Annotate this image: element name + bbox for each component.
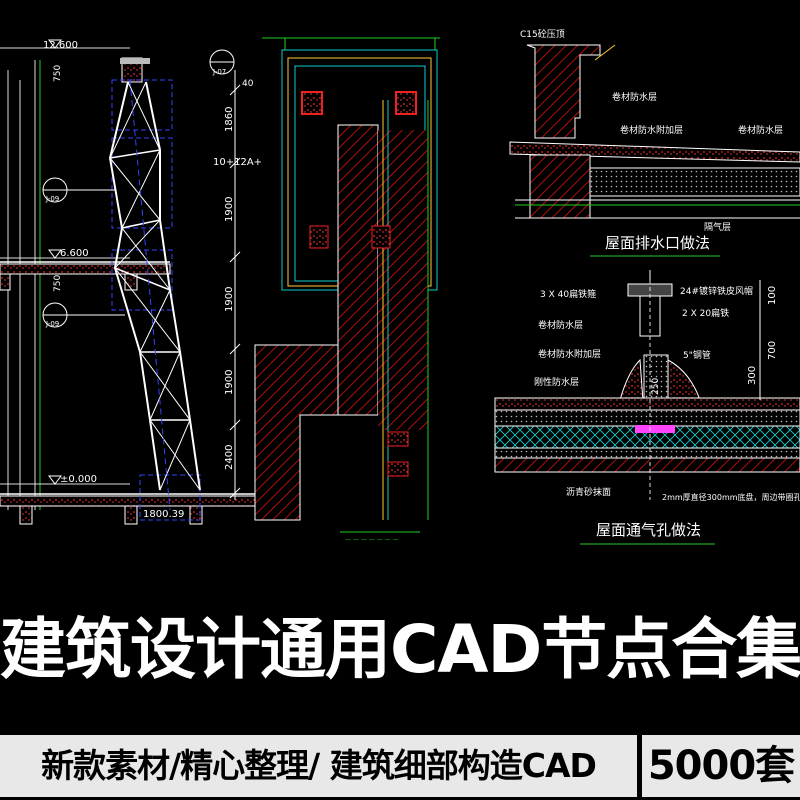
poster-title: 建筑设计通用CAD节点合集 (0, 611, 800, 688)
vent-dim-300: 300 (747, 366, 758, 385)
vent-dim-250: 250 (651, 378, 661, 395)
cad-drawing-area: 12.600 6.600 ±0.000 750 750 40 1860 1900… (0, 28, 800, 545)
dim-1860: 1860 (224, 107, 235, 132)
glass-spec-label: 10+12A+ (213, 157, 262, 168)
c15-label: C15砼压顶 (520, 28, 565, 40)
dim-1900-a: 1900 (224, 197, 235, 222)
ref-j09-b: J-09 (45, 320, 59, 328)
vent-label-5: 卷材防水附加层 (538, 348, 601, 360)
poster-count-badge: 5000套 (642, 735, 800, 797)
vent-label-9: 2mm厚直径300mm底盘，周边带圈孔 (662, 492, 800, 502)
vent-label-4: 卷材防水层 (538, 319, 583, 331)
vent-label-8: 沥青砂抹面 (566, 486, 611, 498)
drain-layer-4: 隔气层 (704, 221, 731, 233)
poster-subtitle: 新款素材/精心整理/ 建筑细部构造CAD (0, 735, 637, 797)
drain-caption: 屋面排水口做法 (605, 234, 710, 252)
roof-vent-detail: 100 300 700 250 3 X 40扁铁箍 24#镀锌铁皮风帽 2 X … (494, 270, 800, 545)
dim-1900-c: 1900 (224, 370, 235, 395)
dim-1900-b: 1900 (224, 287, 235, 312)
vent-dim-100: 100 (767, 286, 778, 305)
drain-layer-2: 卷材防水附加层 (620, 124, 683, 136)
svg-text:— — — — — — —: — — — — — — — (345, 536, 398, 543)
vent-label-2: 24#镀锌铁皮风帽 (680, 285, 753, 297)
dim-40: 40 (242, 79, 254, 89)
vent-label-3: 2 X 20扁铁 (682, 307, 729, 319)
drain-layer-3: 卷材防水层 (738, 124, 783, 136)
curtain-wall-section: 12.600 6.600 ±0.000 750 750 40 1860 1900… (0, 39, 262, 525)
dim-750-top: 750 (53, 65, 63, 82)
base-dim-label: 1800.39 (143, 509, 184, 520)
vent-label-6: 5"钢管 (683, 349, 711, 361)
level-bottom-label: ±0.000 (60, 474, 97, 485)
drain-layer-1: 卷材防水层 (612, 91, 657, 103)
ref-j07: J-07 (212, 68, 226, 76)
dim-2400: 2400 (224, 445, 235, 470)
level-top-label: 12.600 (43, 40, 78, 51)
level-mid-label: 6.600 (60, 248, 89, 259)
vent-label-1: 3 X 40扁铁箍 (540, 288, 596, 300)
vent-caption: 屋面通气孔做法 (596, 521, 701, 539)
roof-drain-detail: C15砼压顶 卷材防水层 卷材防水附加层 卷材防水层 隔气层 屋面排水口做法 (509, 28, 800, 257)
vent-dim-700: 700 (767, 341, 778, 360)
dim-750-mid: 750 (53, 275, 63, 292)
ref-j09-a: J-09 (45, 195, 59, 203)
window-column-section: — — — — — — — (254, 37, 440, 543)
vent-label-7: 刚性防水层 (534, 376, 579, 388)
